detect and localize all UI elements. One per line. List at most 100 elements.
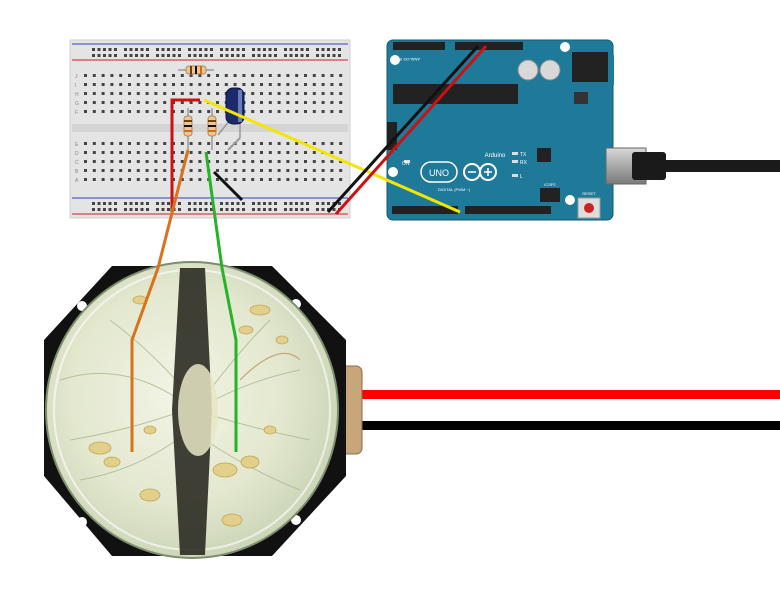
breadboard-hole <box>97 48 101 51</box>
breadboard-hole <box>163 101 167 104</box>
breadboard-hole <box>263 208 266 211</box>
breadboard-hole <box>252 202 255 205</box>
breadboard-hole <box>268 48 272 51</box>
mount-hole <box>388 167 398 177</box>
breadboard-hole <box>260 169 263 172</box>
breadboard-hole <box>277 160 281 163</box>
breadboard-hole <box>260 101 263 104</box>
breadboard-hole <box>286 169 290 172</box>
row-label: I <box>75 83 76 89</box>
breadboard-hole <box>145 169 149 172</box>
breadboard-hole <box>330 178 334 181</box>
breadboard-hole <box>92 92 96 95</box>
breadboard-hole <box>268 160 272 163</box>
breadboard-hole <box>145 160 149 163</box>
breadboard-hole <box>161 54 165 57</box>
breadboard-hole <box>268 169 272 172</box>
breadboard-hole <box>145 83 149 86</box>
breadboard-hole <box>198 160 202 163</box>
row-label: F <box>75 110 78 116</box>
breadboard-hole <box>210 48 213 51</box>
header-analog <box>393 42 445 50</box>
breadboard-hole <box>163 160 167 163</box>
breadboard-hole <box>277 92 281 95</box>
board-brand-label: Arduino <box>485 153 506 159</box>
breadboard-hole <box>251 83 255 86</box>
breadboard-hole <box>242 142 246 145</box>
breadboard-hole <box>277 142 281 145</box>
breadboard-hole <box>295 142 299 145</box>
breadboard-hole <box>180 151 184 154</box>
breadboard-hole <box>321 101 325 104</box>
analog-in-label: ANALOG IN <box>398 57 420 62</box>
breadboard-hole <box>295 110 299 113</box>
breadboard-hole <box>295 92 299 95</box>
breadboard-hole <box>289 202 293 205</box>
breadboard-hole <box>84 92 87 95</box>
breadboard-hole <box>242 48 245 51</box>
breadboard-hole <box>220 54 223 57</box>
jumper-red <box>170 98 200 212</box>
breadboard-hole <box>289 48 293 51</box>
breadboard-hole <box>204 54 208 57</box>
breadboard-hole <box>110 151 114 154</box>
breadboard-hole <box>242 83 246 86</box>
breadboard-hole <box>198 151 202 154</box>
breadboard-hole <box>216 160 219 163</box>
breadboard-hole <box>286 160 290 163</box>
breadboard-hole <box>119 142 123 145</box>
breadboard-hole <box>136 74 140 77</box>
breadboard-hole <box>332 208 336 211</box>
breadboard-hole <box>129 208 133 211</box>
breadboard-hole <box>225 54 229 57</box>
breadboard-hole <box>189 160 193 163</box>
breadboard-hole <box>154 151 158 154</box>
breadboard-hole <box>236 48 240 51</box>
breadboard-hole <box>295 178 299 181</box>
breadboard-hole <box>154 74 158 77</box>
breadboard-hole <box>167 208 170 211</box>
breadboard-hole <box>210 54 213 57</box>
breadboard-hole <box>216 74 219 77</box>
breadboard-hole <box>284 54 287 57</box>
breadboard-hole <box>110 83 114 86</box>
breadboard-hole <box>146 48 149 51</box>
breadboard-hole <box>124 54 127 57</box>
breadboard-hole <box>225 202 229 205</box>
breadboard-hole <box>140 208 144 211</box>
breadboard-hole <box>260 74 263 77</box>
breadboard-hole <box>242 151 246 154</box>
breadboard-hole <box>198 83 202 86</box>
breadboard-hole <box>103 48 106 51</box>
breadboard-hole <box>268 110 272 113</box>
spore-blobs <box>88 295 289 527</box>
usb-plug <box>632 152 666 180</box>
breadboard-hole <box>207 110 211 113</box>
breadboard-hole <box>163 92 167 95</box>
breadboard-hole <box>242 160 246 163</box>
breadboard-hole <box>277 101 281 104</box>
breadboard-hole <box>277 151 281 154</box>
breadboard-hole <box>304 101 307 104</box>
breadboard-hole <box>312 92 316 95</box>
breadboard-hole <box>154 160 158 163</box>
breadboard-hole <box>101 74 105 77</box>
breadboard-hole <box>198 110 202 113</box>
breadboard-hole <box>92 101 96 104</box>
breadboard-hole <box>251 142 255 145</box>
breadboard-hole <box>306 208 309 211</box>
breadboard-hole <box>189 110 193 113</box>
breadboard-hole <box>242 169 246 172</box>
board-capacitor <box>517 59 539 81</box>
reset-button-cap <box>584 203 594 213</box>
breadboard-hole <box>316 48 319 51</box>
breadboard-hole <box>216 142 219 145</box>
breadboard-hole <box>163 142 167 145</box>
wire-orange <box>130 149 190 452</box>
breadboard-hole <box>312 151 316 154</box>
breadboard-hole <box>330 74 334 77</box>
breadboard-hole <box>156 54 159 57</box>
breadboard-hole <box>114 48 117 51</box>
wire-red <box>334 45 488 215</box>
breadboard-hole <box>189 169 193 172</box>
